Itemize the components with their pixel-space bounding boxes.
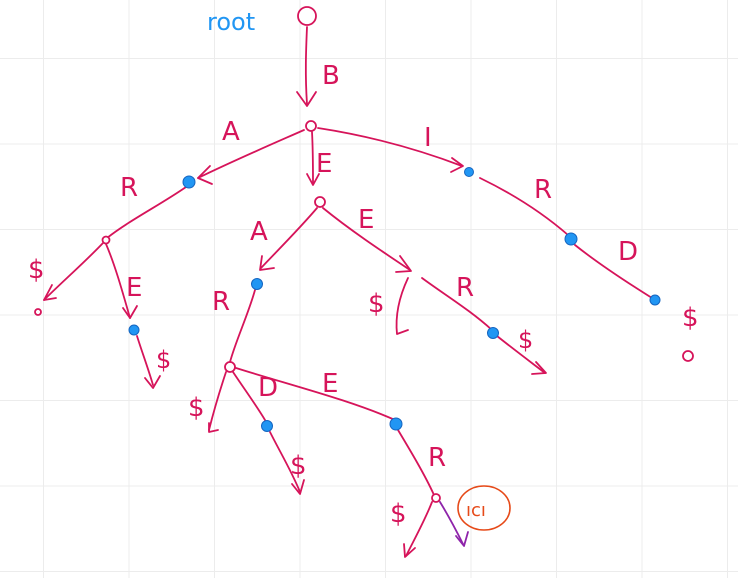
label-left-e-dollar: $ [156, 346, 171, 374]
edge-left-e [105, 243, 131, 319]
edge-mid-a [260, 207, 318, 269]
edge-deep-e [235, 367, 396, 421]
edge-root-b-arrow [296, 91, 317, 107]
edge-right-d [574, 244, 653, 299]
label-right-d: D [618, 237, 638, 267]
node-b [305, 120, 317, 132]
edge-left-r [106, 186, 187, 239]
label-deep-d: D [258, 373, 278, 403]
node-bird-end [649, 294, 661, 306]
edge-mid-e [322, 207, 411, 271]
node-ba-end [182, 175, 196, 189]
label-left-r: R [120, 173, 138, 203]
label-mid-e-r-dollar: $ [518, 326, 533, 354]
root-label: root [207, 8, 255, 36]
edge-n1-e [311, 131, 314, 185]
edge-n1-a-arrow [197, 165, 213, 185]
label-deep-e: E [322, 369, 338, 399]
edge-mid-e-dollar [395, 277, 409, 335]
annotation-text: ıcı [466, 500, 486, 521]
label-deep-r-dollar: $ [390, 499, 407, 529]
node-bear [224, 361, 236, 373]
edge-mid-e-r-dollar-arrow [531, 361, 547, 375]
label-left-e: E [126, 273, 142, 303]
edge-n1-a [197, 129, 305, 179]
label-mid-a: A [250, 217, 268, 247]
edge-right-r [479, 177, 569, 236]
edge-deep-e-r [397, 429, 435, 496]
label-n1-e: E [316, 149, 332, 179]
label-n1-i: I [424, 123, 432, 153]
edge-n1-i-arrow [450, 157, 464, 173]
node-beer-end [487, 327, 499, 339]
edge-root-b [304, 26, 308, 105]
edge-mid-e-r-dollar [496, 335, 546, 374]
label-mid-e-dollar: $ [368, 289, 385, 319]
edge-mid-a-arrow [259, 255, 275, 271]
edge-deep-dollar [208, 371, 227, 431]
node-bar [101, 235, 111, 245]
edge-deep-r-purple-arrow [455, 531, 469, 547]
label-n1-a: A [222, 117, 240, 147]
edge-deep-r-purple [439, 501, 464, 545]
edge-left-e-arrow [122, 305, 138, 319]
node-beare-end [389, 417, 403, 431]
root-node [297, 6, 317, 26]
edge-deep-d-dollar [269, 431, 301, 493]
edge-left-dollar-arrow [43, 284, 57, 301]
edge-n1-e-arrow [306, 173, 320, 186]
label-right-d-dollar: $ [682, 303, 699, 333]
edge-left-dollar [43, 242, 104, 301]
edge-mid-e-arrow [395, 255, 412, 273]
node-bir-end [564, 232, 578, 246]
edge-n1-i [317, 127, 463, 167]
label-deep-d-dollar: $ [290, 451, 307, 481]
edge-mid-e-r [421, 277, 493, 331]
node-be [314, 196, 326, 208]
label-mid-e: E [358, 205, 374, 235]
edge-deep-r-dollar [405, 501, 433, 557]
edge-mid-a-r [229, 289, 256, 363]
label-left-dollar: $ [28, 255, 45, 285]
node-beard-end [261, 420, 273, 432]
edge-left-e-dollar [136, 335, 154, 386]
edge-left-e-dollar-arrow [144, 375, 161, 389]
node-bi-end [464, 167, 474, 177]
node-bea-end [251, 278, 263, 290]
edge-deep-d-dollar-arrow [291, 479, 305, 495]
node-bearer [431, 493, 441, 503]
node-bird-empty [682, 350, 694, 362]
label-mid-a-r: R [212, 287, 230, 317]
label-mid-e-r: R [456, 273, 474, 303]
node-bare-end [128, 324, 140, 336]
node-bar-end-empty [34, 308, 42, 316]
label-deep-e-r: R [428, 443, 446, 473]
edge-deep-r-dollar-arrow [403, 543, 416, 558]
edge-deep-d [232, 371, 266, 421]
label-root-b: B [322, 61, 340, 91]
label-deep-dollar: $ [188, 393, 205, 423]
edge-deep-dollar-arrow [208, 422, 219, 433]
label-right-r: R [534, 175, 552, 205]
annotation-circle [457, 485, 511, 531]
